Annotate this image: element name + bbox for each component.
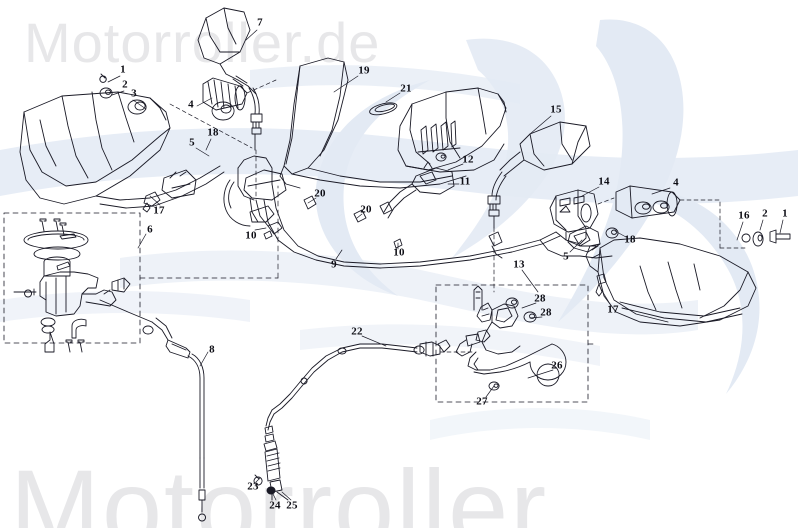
watermark-top-text: Motorroller.de xyxy=(24,11,380,74)
part-label-17: 17 xyxy=(153,204,165,217)
part-label-20: 20 xyxy=(360,203,372,216)
mirror-left xyxy=(197,7,263,151)
left-grip xyxy=(202,77,248,121)
part-label-17: 17 xyxy=(607,303,619,316)
part-label-2: 2 xyxy=(122,78,128,91)
part-label-14: 14 xyxy=(598,175,610,188)
part-label-27: 27 xyxy=(476,395,488,408)
part-label-10: 10 xyxy=(393,246,405,259)
part-label-4: 4 xyxy=(673,176,679,189)
part-label-12: 12 xyxy=(462,153,474,166)
mirror-right xyxy=(487,121,591,229)
windscreen xyxy=(279,57,467,189)
right-grip xyxy=(615,185,681,219)
part-label-5: 5 xyxy=(563,250,569,263)
horn-assembly xyxy=(379,152,455,219)
master-cylinder-assembly xyxy=(13,218,153,353)
instrument-cluster xyxy=(369,87,507,173)
right-brake-lever-assembly xyxy=(455,285,567,391)
part-label-18: 18 xyxy=(207,126,219,139)
part-label-21: 21 xyxy=(400,82,412,95)
part-label-5: 5 xyxy=(189,136,195,149)
part-label-20: 20 xyxy=(314,187,326,200)
part-label-9: 9 xyxy=(331,258,337,271)
handlebar xyxy=(223,155,613,269)
part-label-25: 25 xyxy=(286,499,298,512)
left-handguard xyxy=(19,73,225,213)
brake-cable-8 xyxy=(142,317,206,522)
part-label-24: 24 xyxy=(269,499,281,512)
cable-22 xyxy=(253,339,451,501)
part-label-8: 8 xyxy=(209,343,215,356)
part-label-11: 11 xyxy=(459,175,471,188)
part-label-28: 28 xyxy=(534,292,546,305)
part-label-22: 22 xyxy=(351,325,363,338)
part-label-4: 4 xyxy=(188,98,194,111)
part-label-16: 16 xyxy=(738,209,750,222)
part-label-1: 1 xyxy=(782,207,788,220)
part-label-26: 26 xyxy=(551,359,563,372)
part-label-28: 28 xyxy=(540,306,552,319)
part-label-7: 7 xyxy=(257,16,263,29)
blue-swoosh-graphics xyxy=(0,19,798,440)
part-label-1: 1 xyxy=(120,63,126,76)
part-label-19: 19 xyxy=(358,64,370,77)
part-label-2: 2 xyxy=(762,207,768,220)
part-label-13: 13 xyxy=(513,258,525,271)
part-label-23: 23 xyxy=(247,480,259,493)
part-label-3: 3 xyxy=(131,87,137,100)
part-label-15: 15 xyxy=(550,103,562,116)
part-label-10: 10 xyxy=(245,229,257,242)
part-label-18: 18 xyxy=(624,233,636,246)
leader-lines xyxy=(107,29,784,501)
part-label-6: 6 xyxy=(147,223,153,236)
